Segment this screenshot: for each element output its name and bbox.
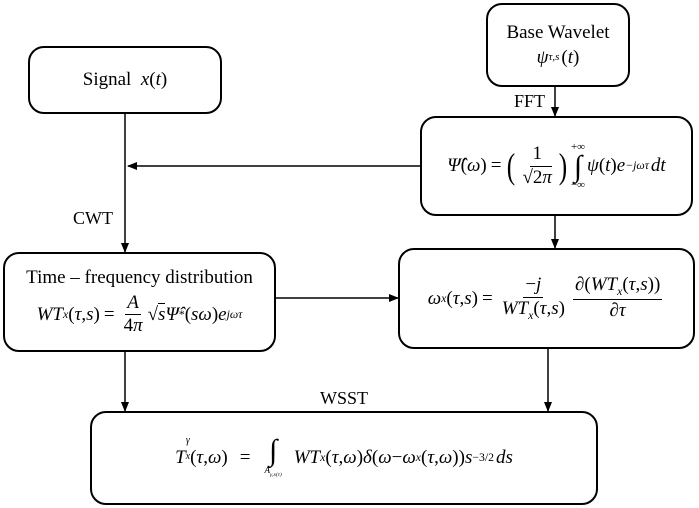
signal-node: Signal x(t): [28, 46, 222, 114]
wsst-label: WSST: [320, 388, 369, 408]
fft-label: FFT: [514, 91, 546, 111]
tfd-label: Time – frequency distribution: [26, 266, 253, 288]
signal-math: x(t): [140, 69, 168, 91]
base-wavelet-label: Base Wavelet: [506, 21, 610, 43]
signal-label: Signal: [82, 69, 132, 91]
cwt-label: CWT: [73, 208, 113, 228]
signal-text: Signal x(t): [83, 69, 167, 91]
